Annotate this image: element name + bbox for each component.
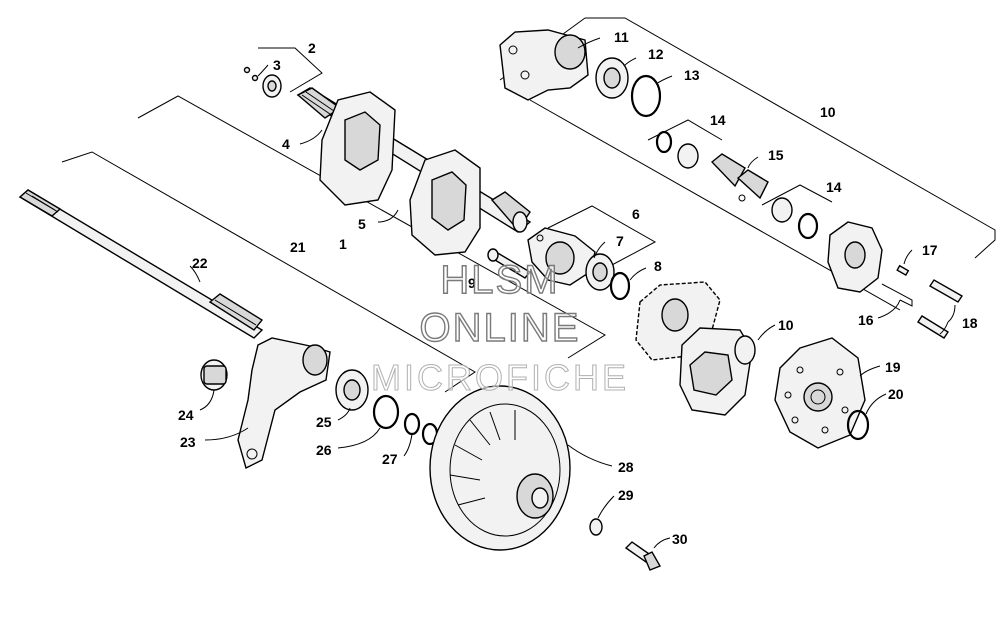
clutch-bolt [624, 541, 662, 571]
callout-18: 18 [962, 315, 978, 331]
seal-set-lower [771, 197, 819, 240]
callout-4: 4 [282, 136, 290, 152]
bearing-arm [237, 337, 331, 470]
bolt-9 [487, 248, 532, 279]
leader-lines [189, 37, 956, 549]
callout-10: 10 [820, 104, 836, 120]
bearing-12 [595, 57, 629, 99]
callout-23: 23 [180, 434, 196, 450]
drive-shaft-assembly [296, 87, 532, 256]
washer-29 [589, 518, 603, 536]
callout-28: 28 [618, 459, 634, 475]
callout-13: 13 [684, 67, 700, 83]
callout-30: 30 [672, 531, 688, 547]
callout-27: 27 [382, 451, 398, 467]
callout-14-upper: 14 [710, 112, 726, 128]
callout-3: 3 [273, 57, 281, 73]
callout-9: 9 [468, 275, 476, 291]
callout-1: 1 [339, 236, 347, 252]
callout-labels: 1 2 3 4 5 6 7 8 9 10 10 11 12 13 14 14 1… [178, 29, 978, 547]
upper-caliper [499, 29, 589, 101]
callout-8: 8 [654, 258, 662, 274]
washers-27 [403, 412, 439, 446]
bearing-7 [585, 253, 615, 291]
callout-11: 11 [614, 29, 629, 45]
group-brackets [61, 17, 996, 393]
retaining-clip [881, 283, 913, 307]
callout-16: 16 [858, 312, 874, 328]
callout-6: 6 [632, 206, 640, 222]
callout-21: 21 [290, 239, 306, 255]
o-ring-26 [372, 394, 400, 430]
o-ring-13 [630, 74, 662, 118]
snap-ring-8 [609, 271, 631, 301]
callout-2: 2 [308, 40, 316, 56]
callout-10-lower: 10 [778, 317, 794, 333]
callout-19: 19 [885, 359, 901, 375]
callout-22: 22 [192, 255, 208, 271]
callout-7: 7 [616, 233, 624, 249]
callout-24: 24 [178, 407, 194, 423]
callout-15: 15 [768, 147, 784, 163]
callout-14-lower: 14 [826, 179, 842, 195]
driven-clutch [429, 385, 571, 551]
brake-pads [710, 153, 769, 202]
snap-ring-20 [846, 409, 870, 441]
bearing-housing [527, 227, 596, 286]
seal-set-upper [655, 130, 699, 169]
axle-shaft [18, 189, 264, 339]
callout-5: 5 [358, 216, 366, 232]
small-bolts [243, 66, 259, 82]
bleeder-screw [896, 264, 910, 277]
caliper-half [827, 221, 883, 293]
callout-29: 29 [618, 487, 634, 503]
bushing-24 [200, 359, 228, 391]
callout-26: 26 [316, 442, 332, 458]
lower-caliper [679, 327, 756, 416]
callout-17: 17 [922, 242, 938, 258]
bearing-25 [335, 369, 369, 411]
caliper-bolts [917, 279, 963, 339]
callout-12: 12 [648, 46, 664, 62]
callout-20: 20 [888, 386, 904, 402]
bearing-top [262, 74, 282, 98]
callout-25: 25 [316, 414, 332, 430]
brake-disc [774, 337, 866, 449]
